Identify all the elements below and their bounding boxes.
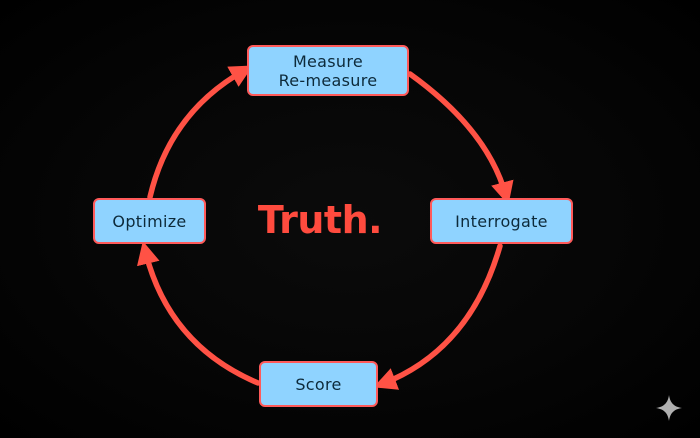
arrow-score-to-optimize [137,241,261,386]
node-score-label: Score [295,374,342,394]
sparkle-icon [656,395,682,421]
arrow-optimize-to-measure [147,65,254,200]
node-measure-line1: Measure [292,51,364,71]
node-optimize-label: Optimize [112,211,187,231]
center-title: Truth. [257,198,383,242]
node-interrogate-label: Interrogate [455,211,548,231]
node-measure: Measure Re-measure [247,45,409,96]
node-measure-line2: Re-measure [278,70,378,90]
node-optimize: Optimize [93,198,206,244]
node-interrogate: Interrogate [430,198,573,244]
arrow-interrogate-to-score [373,243,503,390]
arrow-measure-to-interrogate [407,71,514,205]
node-score: Score [259,361,378,407]
